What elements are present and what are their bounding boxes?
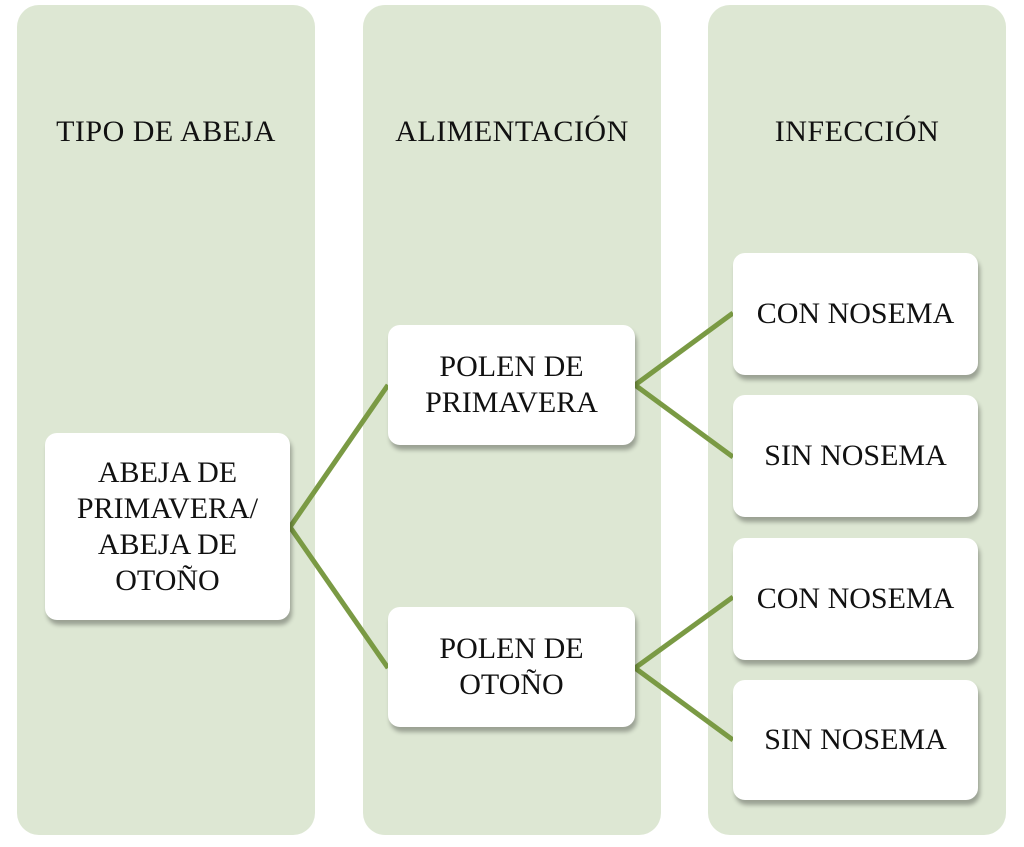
- node-spring-without-nosema: SIN NOSEMA: [733, 395, 978, 517]
- column-bee-type: TIPO DE ABEJA: [17, 5, 315, 835]
- connector: [633, 665, 735, 743]
- node-pollen-spring: POLEN DE PRIMAVERA: [388, 325, 635, 445]
- node-autumn-without-nosema: SIN NOSEMA: [733, 680, 978, 800]
- node-autumn-with-nosema: CON NOSEMA: [733, 538, 978, 660]
- connector: [287, 383, 391, 529]
- connector: [633, 594, 735, 671]
- column-title: ALIMENTACIÓN: [395, 115, 629, 148]
- column-title: INFECCIÓN: [774, 115, 940, 148]
- connector: [287, 525, 391, 670]
- connector: [633, 382, 735, 460]
- connector: [633, 310, 735, 388]
- node-root: ABEJA DE PRIMAVERA/ ABEJA DE OTOÑO: [45, 433, 290, 620]
- node-pollen-autumn: POLEN DE OTOÑO: [388, 607, 635, 727]
- column-title: TIPO DE ABEJA: [56, 115, 276, 148]
- node-spring-with-nosema: CON NOSEMA: [733, 253, 978, 375]
